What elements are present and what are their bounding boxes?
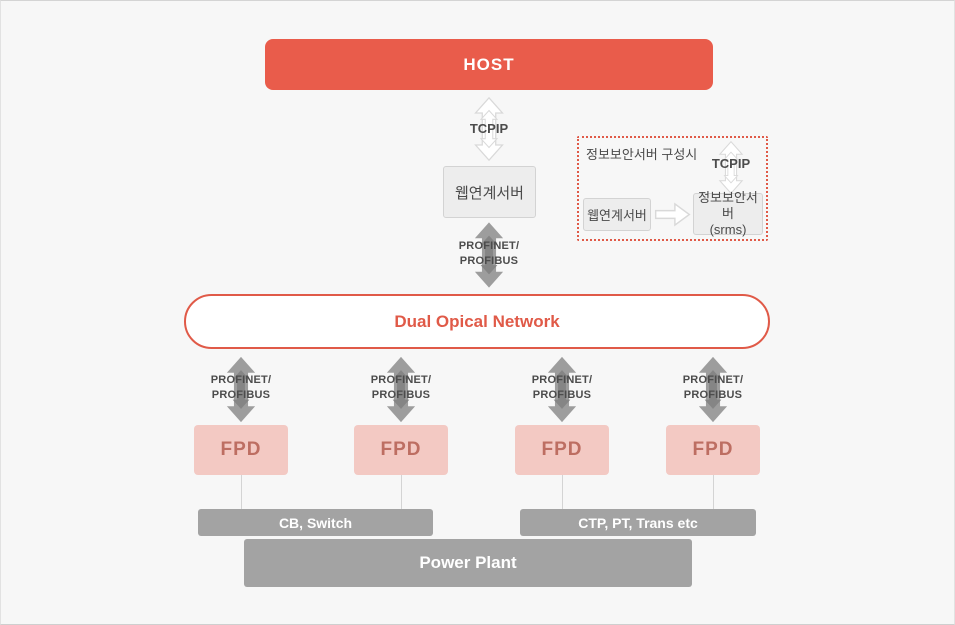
fpd2-box: FPD <box>354 425 448 475</box>
fpd3-label: FPD <box>541 439 583 460</box>
panel-web-server-box: 웹연계서버 <box>583 198 651 231</box>
cb-switch-bar: CB, Switch <box>198 509 433 536</box>
fpd3-connector-line <box>562 475 563 509</box>
profinet-line2: PROFIBUS <box>459 255 519 267</box>
profinet-bus-label: PROFINET/ PROFIBUS <box>439 239 539 269</box>
fpd1-bus-label: PROFINET/ PROFIBUS <box>210 374 272 401</box>
panel-right-arrow-icon <box>654 202 691 227</box>
fpd3-bus-label: PROFINET/ PROFIBUS <box>531 374 593 401</box>
fpd4-bus-label: PROFINET/ PROFIBUS <box>682 374 744 401</box>
panel-security-server-sub: (srms) <box>709 222 747 237</box>
panel-tcpip-label: TCPIP <box>711 156 751 171</box>
fpd3-box: FPD <box>515 425 609 475</box>
host-label: HOST <box>463 54 515 74</box>
fpd1-label: FPD <box>220 439 262 460</box>
web-server-label: 웹연계서버 <box>454 184 524 202</box>
host-box: HOST <box>265 39 713 90</box>
dual-optical-network-pill: Dual Opical Network <box>184 294 770 349</box>
fpd2-bus-label: PROFINET/ PROFIBUS <box>370 374 432 401</box>
security-panel-title: 정보보안서버 구성시 <box>586 147 698 162</box>
cb-switch-label: CB, Switch <box>278 514 353 531</box>
fpd4-connector-line <box>713 475 714 509</box>
fpd4-label: FPD <box>692 439 734 460</box>
panel-web-server-label: 웹연계서버 <box>587 208 647 223</box>
fpd1-box: FPD <box>194 425 288 475</box>
fpd1-connector-line <box>241 475 242 509</box>
fpd4-box: FPD <box>666 425 760 475</box>
fpd2-connector-line <box>401 475 402 509</box>
panel-security-server-box: 정보보안서버 (srms) <box>693 190 763 237</box>
power-plant-bar: Power Plant <box>244 539 692 587</box>
tcpip-label: TCPIP <box>469 121 509 136</box>
ctp-pt-trans-bar: CTP, PT, Trans etc <box>520 509 756 536</box>
panel-security-server-label: 정보보안서버 <box>698 190 758 221</box>
fpd2-label: FPD <box>380 439 422 460</box>
web-server-box: 웹연계서버 <box>443 166 536 218</box>
ctp-pt-trans-label: CTP, PT, Trans etc <box>578 514 698 531</box>
profinet-line1: PROFINET/ <box>458 240 520 252</box>
security-server-panel <box>577 136 768 241</box>
network-label: Dual Opical Network <box>394 311 560 331</box>
power-plant-label: Power Plant <box>419 553 517 572</box>
